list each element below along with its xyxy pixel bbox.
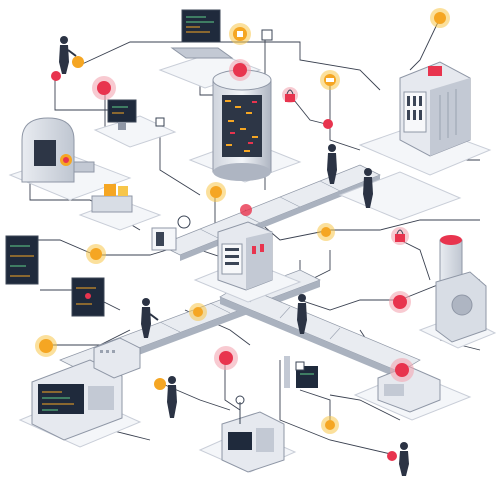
worker-icon bbox=[59, 36, 77, 74]
worker-icon bbox=[297, 294, 307, 334]
alert-icon[interactable] bbox=[51, 71, 61, 81]
worker-icon bbox=[363, 168, 373, 208]
alert-icon[interactable] bbox=[92, 76, 116, 100]
gear-icon[interactable] bbox=[261, 29, 273, 41]
alert-icon[interactable] bbox=[214, 346, 238, 370]
package-icon[interactable] bbox=[154, 378, 166, 390]
control-cabinet-icon[interactable] bbox=[399, 61, 471, 157]
alert-icon[interactable] bbox=[389, 291, 411, 313]
package-icon[interactable] bbox=[86, 244, 106, 264]
package-icon[interactable] bbox=[206, 182, 226, 202]
package-icon[interactable] bbox=[229, 23, 251, 45]
computer-monitor-icon[interactable] bbox=[71, 277, 105, 317]
control-cabinet-icon[interactable] bbox=[93, 337, 141, 379]
worker-icon bbox=[167, 376, 177, 418]
package-icon[interactable] bbox=[72, 56, 84, 68]
package-icon[interactable] bbox=[430, 8, 450, 28]
worker-icon bbox=[141, 298, 159, 338]
computer-monitor-icon[interactable] bbox=[31, 359, 123, 441]
computer-monitor-icon[interactable] bbox=[170, 9, 234, 59]
alert-icon[interactable] bbox=[387, 451, 397, 461]
computer-monitor-icon[interactable] bbox=[151, 215, 191, 251]
alert-icon[interactable] bbox=[323, 119, 333, 129]
server-rack-icon[interactable] bbox=[212, 69, 272, 181]
alert-icon[interactable] bbox=[390, 358, 414, 382]
worker-icon bbox=[399, 442, 409, 476]
package-icon[interactable] bbox=[35, 335, 57, 357]
computer-monitor-icon[interactable] bbox=[284, 356, 318, 388]
robot-arm-icon[interactable] bbox=[435, 235, 487, 343]
package-icon bbox=[91, 184, 133, 213]
gear-icon[interactable] bbox=[155, 117, 165, 127]
computer-monitor-icon[interactable] bbox=[107, 99, 137, 130]
kiosk-icon[interactable] bbox=[221, 395, 285, 473]
alert-icon[interactable] bbox=[240, 204, 252, 216]
package-icon[interactable] bbox=[321, 416, 339, 434]
furnace-icon[interactable] bbox=[21, 117, 95, 183]
package-icon[interactable] bbox=[317, 223, 335, 241]
gear-icon[interactable] bbox=[189, 303, 207, 321]
worker-icon bbox=[327, 144, 337, 184]
database-icon[interactable] bbox=[320, 70, 340, 90]
lock-icon[interactable] bbox=[391, 227, 409, 245]
server-rack-icon[interactable] bbox=[217, 221, 273, 291]
lock-icon[interactable] bbox=[282, 87, 298, 103]
computer-monitor-icon[interactable] bbox=[5, 235, 39, 285]
gear-icon[interactable] bbox=[295, 361, 305, 371]
alert-icon[interactable] bbox=[229, 59, 251, 81]
